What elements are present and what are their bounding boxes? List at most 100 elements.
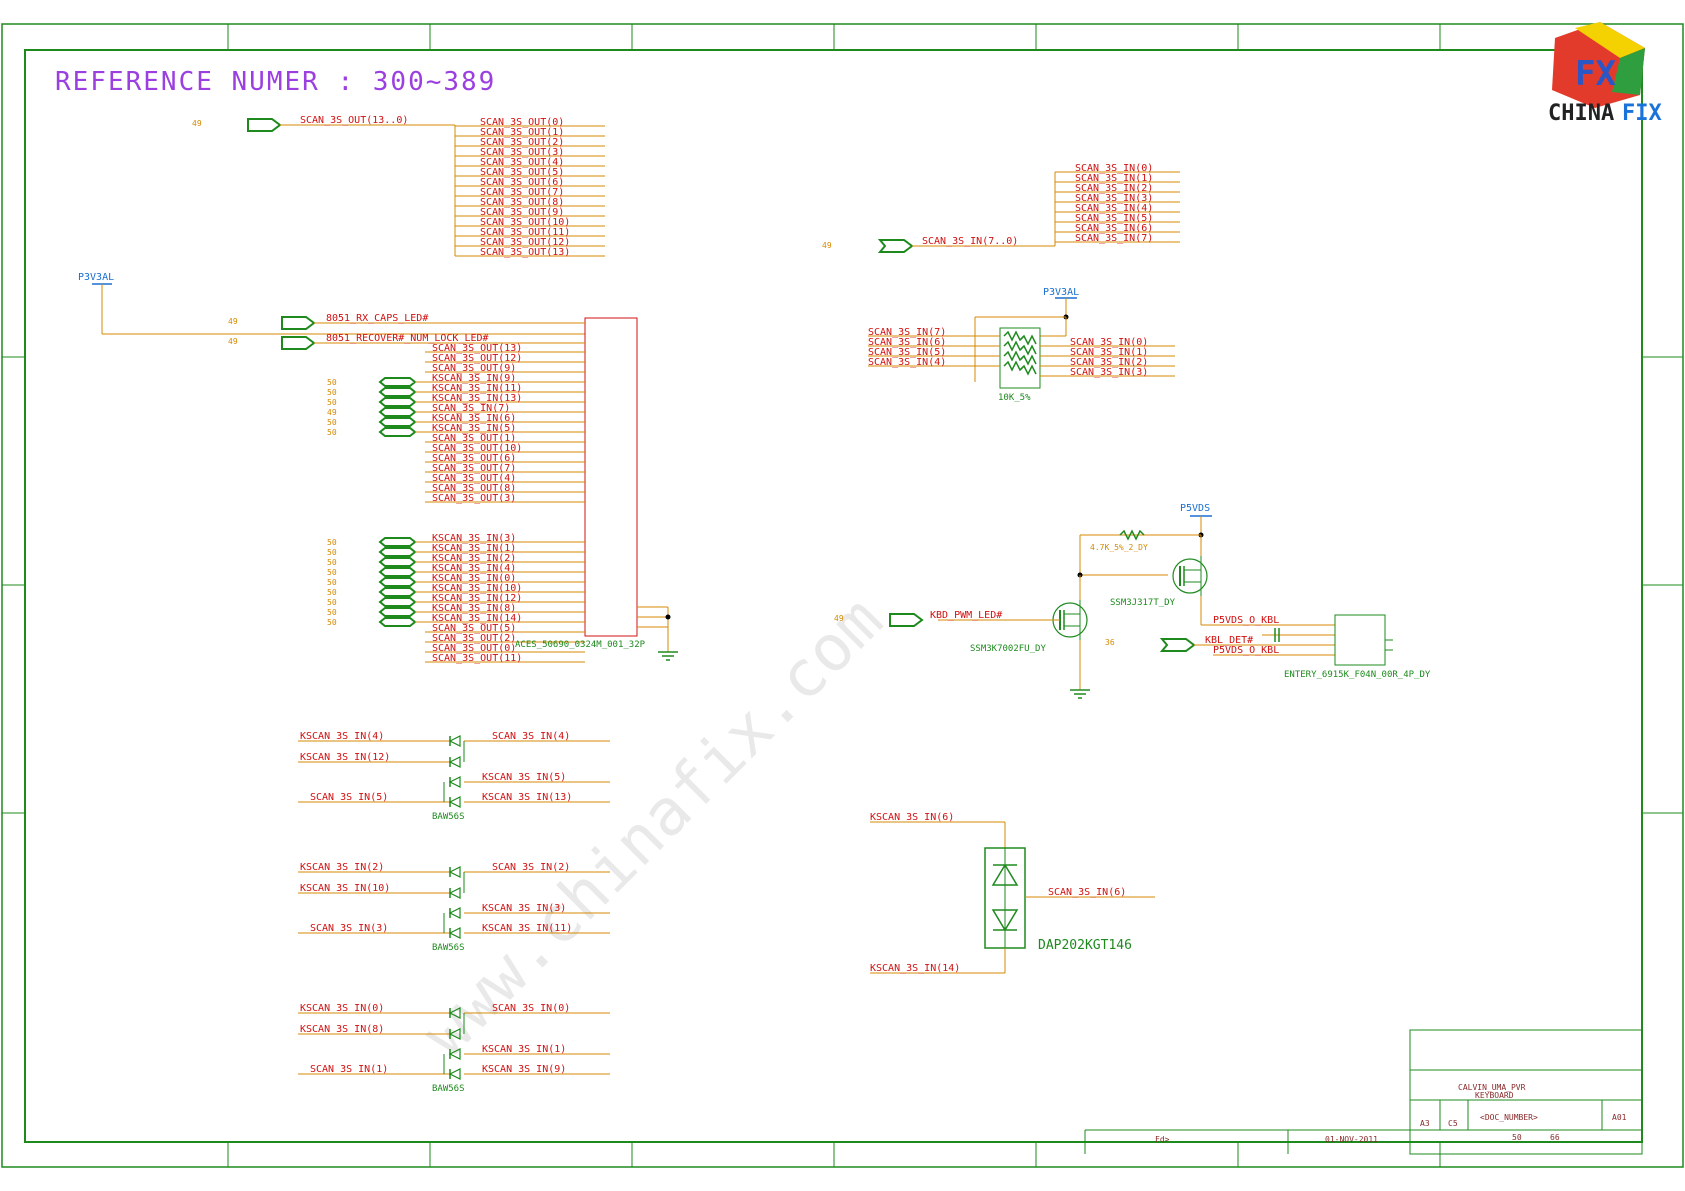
scan-in-bit-label: SCAN_3S_IN(7): [1075, 233, 1153, 244]
scan-out-bit-label: SCAN_3S_OUT(0): [480, 117, 564, 128]
scan-out-bus: 49 SCAN_3S_OUT(13..0) SCAN_3S_OUT(0)SCAN…: [192, 115, 605, 258]
connector-pin-label: KSCAN_3S_IN(11): [432, 383, 522, 394]
connector-pin-label: SCAN_3S_OUT(4): [432, 473, 516, 484]
rpack-right-label: SCAN_3S_IN(0): [1070, 337, 1148, 348]
kscan-offpage-icon: [378, 427, 417, 437]
kscan-page-ref: 50: [327, 388, 337, 397]
connector-pin-label: KSCAN_3S_IN(1): [432, 543, 516, 554]
connector-pin-label: SCAN_3S_OUT(9): [432, 363, 516, 374]
connector-pin-label: KSCAN_3S_IN(5): [432, 423, 516, 434]
scan-in-offpage-icon: [877, 239, 914, 253]
rpack-left-label: SCAN_3S_IN(6): [868, 337, 946, 348]
keyboard-backlight-driver: P5VDS 4.7K_5%_2_DY SSM3J317T_DY P5VDS_O_…: [834, 503, 1431, 699]
kscan-offpage-icon: [378, 597, 417, 607]
rpack-left-label: SCAN_3S_IN(7): [868, 327, 946, 338]
kscan-page-ref: 50: [327, 398, 337, 407]
scan-out-bit-label: SCAN_3S_OUT(9): [480, 207, 564, 218]
backlight-connector-part: ENTERY_6915K_F04N_00R_4P_DY: [1284, 670, 1431, 680]
drawing-frame: [1, 23, 1684, 1168]
diode-right-net: KSCAN_3S_IN(9): [482, 1064, 566, 1075]
kscan-offpage-icon: [378, 397, 417, 407]
connector-pin-label: SCAN_3S_OUT(10): [432, 443, 522, 454]
diode-right-net: KSCAN_3S_IN(5): [482, 772, 566, 783]
kscan-page-ref: 50: [327, 548, 337, 557]
title-block-date: 01-NOV-2011: [1325, 1135, 1378, 1144]
logo-brand-china: CHINA: [1548, 101, 1614, 126]
diode-icon: [448, 927, 461, 939]
kscan-offpage-icon: [378, 377, 417, 387]
outer-border: [1, 23, 1684, 1168]
diode-part-label: BAW56S: [432, 943, 465, 953]
connector-pin-label: KSCAN_3S_IN(10): [432, 583, 522, 594]
diode-icon: [448, 1068, 461, 1080]
scan-in-bit-label: SCAN_3S_IN(1): [1075, 173, 1153, 184]
num-led-net: 8051_RECOVER#_NUM_LOCK_LED#: [326, 333, 489, 344]
pullup-resistor-label: 4.7K_5%_2_DY: [1090, 543, 1148, 552]
scan-in-bit-label: SCAN_3S_IN(6): [1075, 223, 1153, 234]
connector-pin-label: KSCAN_3S_IN(13): [432, 393, 522, 404]
caps-led-net: 8051_RX_CAPS_LED#: [326, 313, 428, 324]
diode-icon: [448, 796, 461, 808]
dap-part: DAP202KGT146: [1038, 938, 1132, 953]
connector-pin-label: SCAN_3S_OUT(13): [432, 343, 522, 354]
dap202-diode-pair: KSCAN_3S_IN(6) SCAN_3S_IN(6) DAP202KGT14…: [870, 812, 1155, 974]
scan-out-bit-label: SCAN_3S_OUT(2): [480, 137, 564, 148]
diode-group-3: KSCAN_3S_IN(0) SCAN_3S_IN(0) KSCAN_3S_IN(8…: [298, 1003, 610, 1094]
kbl-det-page-ref: 36: [1105, 638, 1115, 647]
dap-bottom-net: KSCAN_3S_IN(14): [870, 963, 960, 974]
driver-ground-icon: [1070, 689, 1090, 699]
connector-pin-label: KSCAN_3S_IN(12): [432, 593, 522, 604]
logo-letters-icon: FX: [1575, 54, 1616, 94]
connector-pin-label: SCAN_3S_OUT(6): [432, 453, 516, 464]
diode-left-net: KSCAN_3S_IN(10): [300, 883, 390, 894]
resistor-pack-value: 10K_5%: [998, 393, 1031, 403]
title-block-sheet: 50: [1512, 1133, 1522, 1142]
title-block-size: A3: [1420, 1119, 1430, 1128]
diode-right-net: SCAN_3S_IN(2): [492, 862, 570, 873]
scan-out-bit-label: SCAN_3S_OUT(1): [480, 127, 564, 138]
diode-left-net: KSCAN_3S_IN(0): [300, 1003, 384, 1014]
scan-out-bus-label: SCAN_3S_OUT(13..0): [300, 115, 408, 126]
connector-pin-label: KSCAN_3S_IN(4): [432, 563, 516, 574]
scan-out-bit-label: SCAN_3S_OUT(11): [480, 227, 570, 238]
title-block-doc-number: <DOC_NUMBER>: [1480, 1113, 1538, 1122]
p5vds-o-kbl-bottom: P5VDS_O_KBL: [1213, 645, 1279, 656]
pwm-net: KBD_PWM_LED#: [930, 610, 1002, 621]
pwm-page-ref: 49: [834, 614, 844, 623]
diode-left-net: KSCAN_3S_IN(4): [300, 731, 384, 742]
connector-pin-label: KSCAN_3S_IN(9): [432, 373, 516, 384]
page-title: REFERENCE NUMER : 300~389: [55, 67, 496, 97]
diode-icon: [448, 866, 461, 878]
kscan-page-ref: 50: [327, 378, 337, 387]
diode-icon: [448, 1048, 461, 1060]
logo-brand-fix: FIX: [1622, 101, 1662, 126]
kscan-offpage-icon: [378, 617, 417, 627]
diode-right-net: SCAN_3S_IN(0): [492, 1003, 570, 1014]
title-block-project: CALVIN_UMA_PVR: [1458, 1083, 1526, 1092]
scan-out-bit-label: SCAN_3S_OUT(12): [480, 237, 570, 248]
diode-right-net: KSCAN_3S_IN(11): [482, 923, 572, 934]
diode-right-net: SCAN_3S_IN(4): [492, 731, 570, 742]
diode-icon: [448, 907, 461, 919]
resistor-pack: P3V3AL SCAN_3S_IN(7)SCAN_3S_IN(6)SCAN_3S…: [868, 287, 1175, 403]
kscan-page-ref: 50: [327, 418, 337, 427]
kscan-offpage-icon: [378, 417, 417, 427]
p5vds-o-kbl-top: P5VDS_O_KBL: [1213, 615, 1279, 626]
title-block: CALVIN_UMA_PVR KEYBOARD A3 C5 <DOC_NUMBE…: [1084, 1029, 1643, 1155]
scan-in-bit-label: SCAN_3S_IN(4): [1075, 203, 1153, 214]
connector-ground-icon: [658, 651, 678, 661]
diode-left-net: KSCAN_3S_IN(12): [300, 752, 390, 763]
connector-pin-label: KSCAN_3S_IN(8): [432, 603, 516, 614]
diode-icon: [448, 1028, 461, 1040]
connector-pin-label: SCAN_3S_OUT(12): [432, 353, 522, 364]
scan-in-bit-label: SCAN_3S_IN(2): [1075, 183, 1153, 194]
diode-left-net: SCAN_3S_IN(1): [310, 1064, 388, 1075]
keyboard-connector: 49 8051_RX_CAPS_LED# 49 8051_RECOVER#_NU…: [228, 313, 678, 664]
diode-left-net: KSCAN_3S_IN(8): [300, 1024, 384, 1035]
kscan-offpage-icon: [378, 387, 417, 397]
rpack-right-label: SCAN_3S_IN(2): [1070, 357, 1148, 368]
scan-out-bit-label: SCAN_3S_OUT(13): [480, 247, 570, 258]
connector-body: [584, 317, 638, 637]
diode-left-net: SCAN_3S_IN(3): [310, 923, 388, 934]
